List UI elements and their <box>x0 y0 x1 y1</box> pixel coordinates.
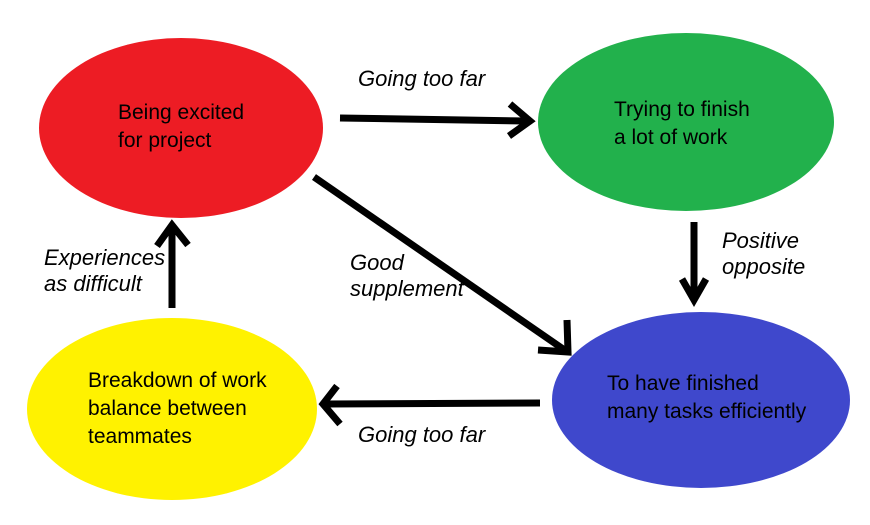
node-label-line: a lot of work <box>614 126 728 149</box>
node-ellipse-trying-to-finish <box>538 33 834 211</box>
edge-label-positive-opposite: Positive opposite <box>722 228 805 280</box>
arrow-excited-to-finished <box>312 174 572 356</box>
arrow-excited-to-trying <box>339 101 536 139</box>
edge-label-line: Good <box>350 250 404 275</box>
arrow-finished-to-breakdown <box>318 383 541 427</box>
node-label-finished-tasks: To have finished many tasks efficiently <box>607 370 806 426</box>
node-label-line: Being excited <box>118 101 245 124</box>
node-label-line: teammates <box>88 425 192 448</box>
node-label-being-excited: Being excited for project <box>118 99 244 155</box>
node-ellipse-finished-tasks <box>552 312 850 488</box>
edge-label-going-too-far-bottom: Going too far <box>358 422 486 447</box>
node-ellipse-being-excited <box>39 38 323 218</box>
node-label-line: To have finished <box>607 372 759 395</box>
node-label-line: balance between <box>88 397 247 420</box>
arrow-trying-to-finished <box>678 222 710 308</box>
node-label-breakdown: Breakdown of work balance between teamma… <box>88 367 267 451</box>
edge-label-good-supplement: Good supplement <box>350 250 464 302</box>
node-label-trying-to-finish: Trying to finish a lot of work <box>614 96 750 152</box>
edge-label-line: as difficult <box>44 271 142 296</box>
edge-label-going-too-far-top: Going too far <box>358 66 486 91</box>
node-label-line: for project <box>118 129 212 152</box>
node-label-line: many tasks efficiently <box>607 400 807 423</box>
node-ellipse-breakdown <box>27 318 317 500</box>
edge-label-line: Experiences <box>44 245 166 270</box>
node-label-line: Trying to finish <box>614 98 750 121</box>
edge-label-experiences-as-difficult: Experiences as difficult <box>44 245 165 297</box>
arrow-breakdown-to-excited <box>154 219 191 308</box>
edge-label-line: Positive <box>722 228 800 253</box>
edge-label-line: opposite <box>722 254 806 279</box>
node-label-line: Breakdown of work <box>88 369 267 392</box>
edge-label-line: supplement <box>350 276 464 301</box>
